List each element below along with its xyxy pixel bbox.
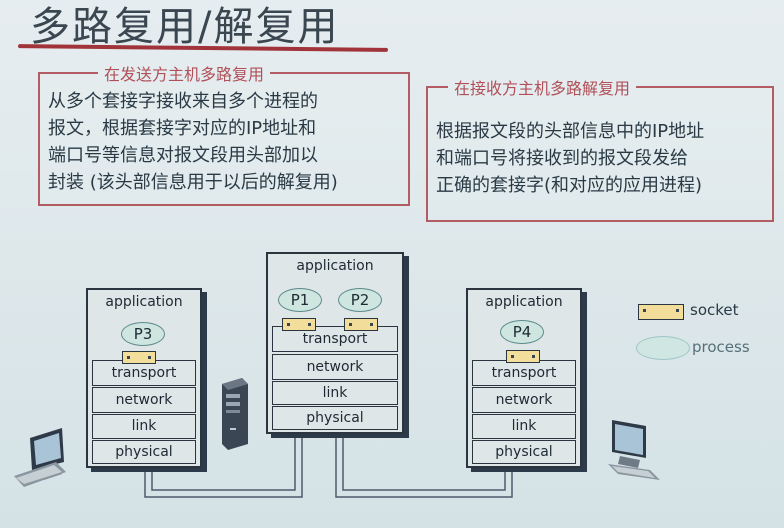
layer-label: network: [306, 359, 364, 375]
layer-label: physical: [306, 410, 364, 426]
demux-description-box: 在接收方主机多路解复用 根据报文段的头部信息中的IP地址 和端口号将接收到的报文…: [426, 75, 774, 222]
application-layer: application: [472, 294, 576, 360]
layer-label: link: [511, 418, 537, 434]
transport-layer: transport: [472, 360, 576, 386]
legend-socket-label: socket: [690, 301, 739, 319]
layer-label: physical: [495, 444, 553, 460]
socket-left: [122, 351, 156, 364]
link-layer: link: [92, 414, 196, 439]
network-layer: network: [472, 387, 576, 413]
physical-layer: physical: [472, 440, 576, 464]
mux-box-text: 从多个套接字接收来自多个进程的 报文，根据套接字对应的IP地址和 端口号等信息对…: [48, 88, 338, 196]
physical-layer: physical: [272, 406, 398, 430]
layer-label: physical: [115, 444, 173, 460]
mux-line: 封装 (该头部信息用于以后的解复用): [48, 172, 338, 193]
demux-line: 和端口号将接收到的报文段发给: [436, 148, 688, 169]
link-layer: link: [272, 381, 398, 405]
process-p3: P3: [121, 322, 165, 346]
layer-label: transport: [491, 365, 557, 381]
physical-layer: physical: [92, 440, 196, 464]
demux-line: 根据报文段的头部信息中的IP地址: [436, 121, 705, 142]
process-p1: P1: [278, 288, 322, 312]
socket-p1: [282, 318, 316, 331]
server-stack: application transport network link physi…: [266, 252, 404, 434]
layer-label: transport: [302, 331, 368, 347]
mux-line: 从多个套接字接收来自多个进程的: [48, 91, 318, 112]
network-layer: network: [272, 354, 398, 380]
demux-box-text: 根据报文段的头部信息中的IP地址 和端口号将接收到的报文段发给 正确的套接字(和…: [436, 118, 704, 199]
mux-line: 端口号等信息对报文段用头部加以: [48, 145, 318, 166]
socket-right: [506, 350, 540, 363]
layer-label: link: [322, 385, 348, 401]
legend-process-label: process: [692, 338, 750, 356]
layer-label: transport: [111, 365, 177, 381]
socket-p2: [344, 318, 378, 331]
layer-label: network: [115, 392, 173, 408]
right-host-stack: application transport network link physi…: [466, 288, 582, 468]
layer-label: network: [495, 392, 553, 408]
legend-socket-icon: [638, 304, 684, 320]
left-host-stack: application transport network link physi…: [86, 288, 202, 468]
layer-label: application: [485, 294, 563, 310]
slide-title: 多路复用/解复用: [30, 4, 340, 50]
link-layer: link: [472, 414, 576, 439]
layer-label: application: [105, 294, 183, 310]
legend-process-icon: [636, 336, 690, 360]
mux-box-header: 在发送方主机多路复用: [98, 61, 271, 85]
layer-label: link: [131, 418, 157, 434]
demux-line: 正确的套接字(和对应的应用进程): [436, 175, 703, 196]
process-p2: P2: [338, 288, 382, 312]
transport-layer: transport: [92, 360, 196, 386]
mux-description-box: 在发送方主机多路复用 从多个套接字接收来自多个进程的 报文，根据套接字对应的IP…: [38, 61, 410, 206]
demux-box-header: 在接收方主机多路解复用: [448, 75, 637, 99]
network-layer: network: [92, 387, 196, 413]
process-p4: P4: [500, 320, 544, 344]
mux-line: 报文，根据套接字对应的IP地址和: [48, 118, 317, 139]
layer-label: application: [296, 258, 374, 274]
